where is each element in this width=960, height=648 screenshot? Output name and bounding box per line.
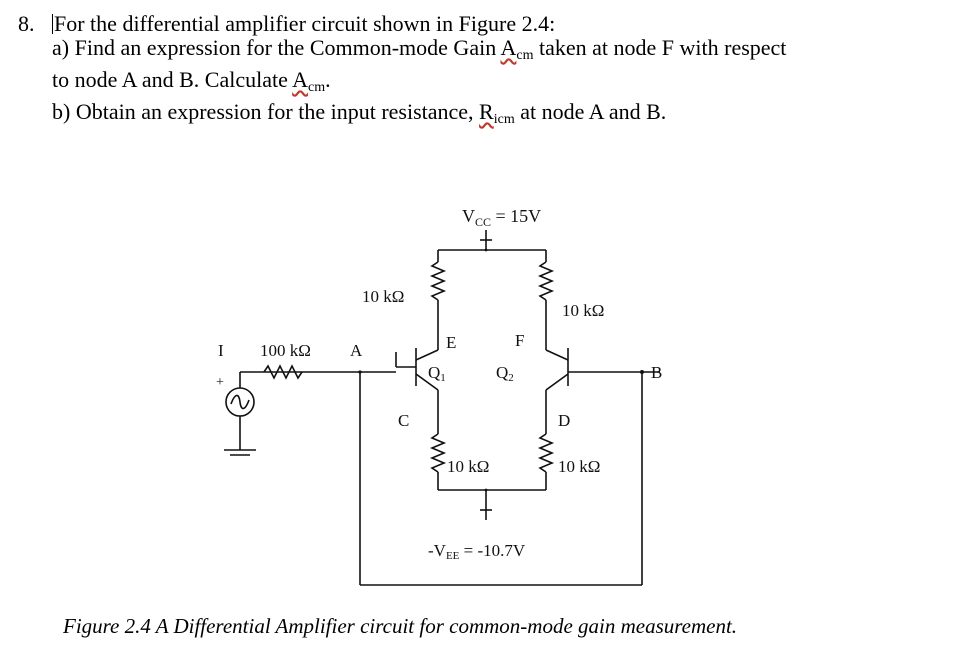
acm-symbol-2: Acm xyxy=(292,67,326,96)
r-input-label: 100 kΩ xyxy=(260,341,311,360)
circuit-figure: VCC = 15V 10 kΩ 10 kΩ E F I 100 kΩ A Q1 … xyxy=(200,180,670,600)
acm-symbol: Acm xyxy=(500,35,534,64)
node-i-label: I xyxy=(218,341,224,360)
question-block: 8. For the differential amplifier circui… xyxy=(18,12,938,132)
text-cursor xyxy=(52,14,53,34)
vee-label: -VEE = -10.7V xyxy=(428,541,526,562)
sine-wave-icon xyxy=(230,394,250,410)
node-c-label: C xyxy=(398,411,409,430)
part-a-line-1: a) Find an expression for the Common-mod… xyxy=(52,35,787,64)
node-b-dot xyxy=(640,370,644,374)
q2-collector xyxy=(545,349,569,361)
input-resistor xyxy=(263,364,303,380)
right-bottom-resistor xyxy=(537,433,555,473)
r-left-bottom-label: 10 kΩ xyxy=(447,457,489,476)
node-e-label: E xyxy=(446,333,456,352)
q1-collector xyxy=(415,349,439,361)
r-right-top-label: 10 kΩ xyxy=(562,301,604,320)
source-plus-label: + xyxy=(216,375,224,390)
question-intro: For the differential amplifier circuit s… xyxy=(54,11,556,36)
right-top-resistor xyxy=(537,261,555,301)
node-f-label: F xyxy=(515,331,524,350)
question-intro-row: 8. For the differential amplifier circui… xyxy=(18,12,938,36)
circuit-diagram: VCC = 15V 10 kΩ 10 kΩ E F I 100 kΩ A Q1 … xyxy=(216,206,662,586)
ricm-symbol: Ricm xyxy=(479,99,515,128)
node-d-label: D xyxy=(558,411,570,430)
left-top-resistor xyxy=(429,261,447,301)
part-b-line: b) Obtain an expression for the input re… xyxy=(52,99,667,128)
r-left-top-label: 10 kΩ xyxy=(362,287,404,306)
question-number: 8. xyxy=(18,11,35,36)
q1-label: Q1 xyxy=(428,363,446,384)
q1-emitter xyxy=(415,373,439,391)
left-bottom-resistor xyxy=(429,433,447,473)
node-b-label: B xyxy=(651,363,662,382)
q2-emitter xyxy=(545,373,569,391)
part-a-line-2: to node A and B. Calculate Acm. xyxy=(52,67,331,96)
vcc-label: VCC = 15V xyxy=(462,206,541,229)
r-right-bottom-label: 10 kΩ xyxy=(558,457,600,476)
q2-label: Q2 xyxy=(496,363,514,384)
node-a-label: A xyxy=(350,341,363,360)
figure-caption: Figure 2.4 A Differential Amplifier circ… xyxy=(63,614,738,638)
